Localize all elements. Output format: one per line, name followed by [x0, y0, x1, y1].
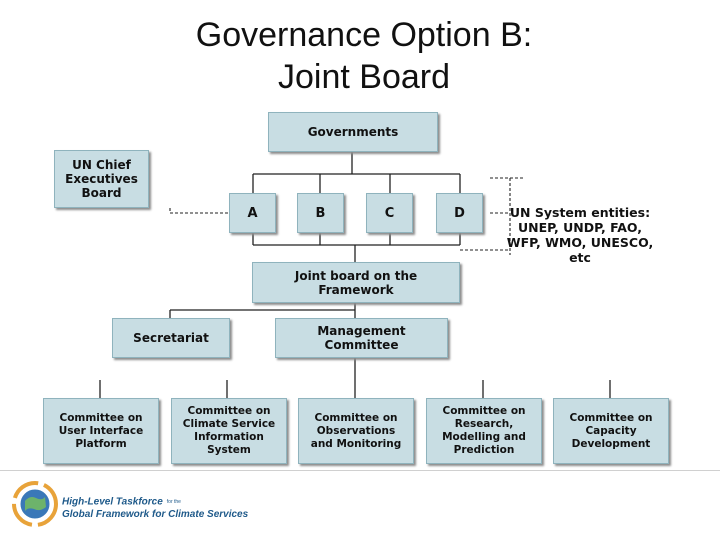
- management-line-2: Committee: [324, 338, 399, 352]
- title-line-1: Governance Option B:: [195, 16, 533, 54]
- gfcs-logo-icon: [12, 481, 58, 527]
- committee-5-line-2: Capacity: [585, 424, 637, 437]
- committee-1-line-3: Platform: [75, 437, 127, 450]
- title-line-2: Joint Board: [278, 58, 450, 96]
- management-committee-box: Management Committee: [275, 318, 448, 358]
- brand-line-1: High-Level Taskforce: [62, 496, 163, 508]
- note-line-4: etc: [569, 250, 591, 265]
- committee-2-line-3: Information: [194, 431, 264, 443]
- note-line-3: WFP, WMO, UNESCO,: [506, 235, 654, 250]
- un-system-entities-note: UN System entities: UNEP, UNDP, FAO, WFP…: [500, 205, 660, 265]
- agency-c-label: C: [384, 205, 395, 221]
- committee-5-line-1: Committee on: [569, 411, 653, 424]
- joint-board-box: Joint board on the Framework: [252, 262, 460, 303]
- committee-research-box: Committee on Research, Modelling and Pre…: [426, 398, 542, 464]
- committee-2-line-4: System: [207, 444, 251, 456]
- secretariat-label: Secretariat: [133, 331, 209, 345]
- governments-label: Governments: [307, 125, 399, 139]
- agency-b-box: B: [297, 193, 344, 233]
- committee-4-line-1: Committee on: [442, 405, 526, 417]
- secretariat-box: Secretariat: [112, 318, 230, 358]
- committee-climate-service-box: Committee on Climate Service Information…: [171, 398, 287, 464]
- committee-3-line-3: and Monitoring: [310, 437, 402, 450]
- committee-5-line-3: Development: [571, 437, 651, 450]
- agency-d-label: D: [454, 205, 465, 221]
- agency-a-label: A: [247, 205, 258, 221]
- agency-c-box: C: [366, 193, 413, 233]
- governments-box: Governments: [268, 112, 438, 152]
- committee-user-interface-box: Committee on User Interface Platform: [43, 398, 159, 464]
- brand-line-2: Global Framework for Climate Services: [62, 508, 249, 520]
- note-line-2: UNEP, UNDP, FAO,: [518, 220, 642, 235]
- brand-line-1-small: for the: [166, 499, 181, 505]
- committee-2-line-2: Climate Service: [182, 418, 276, 430]
- slide-title: Governance Option B: Joint Board: [0, 14, 720, 98]
- agency-d-box: D: [436, 193, 483, 233]
- agency-b-label: B: [315, 205, 326, 221]
- joint-board-line-2: Framework: [318, 282, 394, 297]
- committee-3-line-1: Committee on: [314, 411, 398, 424]
- committee-4-line-4: Prediction: [453, 444, 515, 456]
- committee-1-line-2: User Interface: [58, 424, 144, 437]
- committee-2-line-1: Committee on: [187, 405, 271, 417]
- un-chief-line-2: Executives: [65, 172, 138, 186]
- committee-observations-box: Committee on Observations and Monitoring: [298, 398, 414, 464]
- committee-4-line-2: Research,: [454, 418, 514, 430]
- committee-3-line-2: Observations: [316, 424, 396, 437]
- joint-board-line-1: Joint board on the: [294, 268, 418, 283]
- un-chief-line-1: UN Chief: [72, 158, 131, 172]
- un-chief-line-3: Board: [81, 186, 122, 200]
- note-line-1: UN System entities:: [509, 205, 651, 220]
- committee-4-line-3: Modelling and: [442, 431, 526, 443]
- un-chief-executives-board-box: UN Chief Executives Board: [54, 150, 149, 208]
- management-line-1: Management: [317, 324, 406, 338]
- agency-a-box: A: [229, 193, 276, 233]
- committee-1-line-1: Committee on: [59, 411, 143, 424]
- footer-divider: [0, 470, 720, 471]
- committee-capacity-box: Committee on Capacity Development: [553, 398, 669, 464]
